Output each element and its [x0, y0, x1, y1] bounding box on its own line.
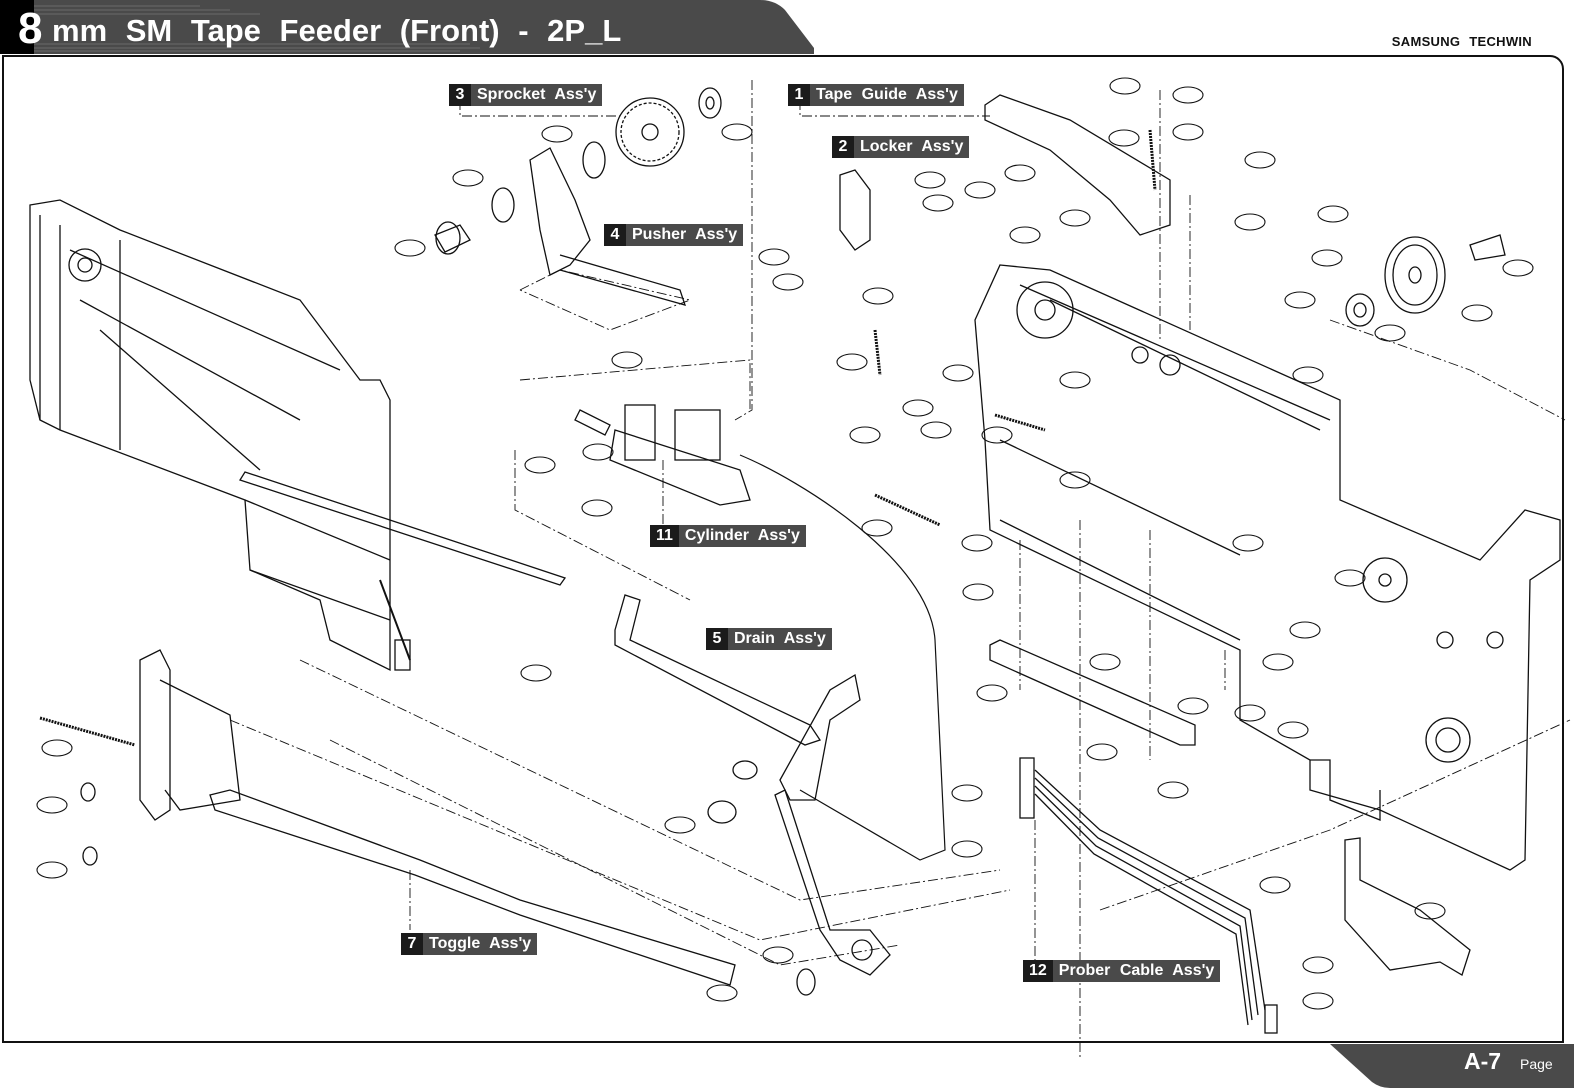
- callout-locker-assy: 2 Locker Ass'y: [832, 136, 969, 158]
- callout-number: 2: [832, 136, 854, 158]
- callout-cylinder-assy: 11 Cylinder Ass'y: [650, 525, 806, 547]
- callout-prober-cable-assy: 12 Prober Cable Ass'y: [1023, 960, 1220, 982]
- prober-cable-part: [1020, 758, 1277, 1033]
- page-number: A-7: [1464, 1048, 1501, 1075]
- base-frame-right: [975, 265, 1560, 870]
- callout-number: 4: [604, 224, 626, 246]
- callout-number: 5: [706, 628, 728, 650]
- spring-parts: [875, 330, 1045, 525]
- callout-number: 11: [650, 525, 679, 547]
- callout-label: Locker Ass'y: [854, 136, 969, 158]
- callout-toggle-assy: 7 Toggle Ass'y: [401, 933, 537, 955]
- callout-label: Cylinder Ass'y: [679, 525, 806, 547]
- page-footer: A-7 Page: [1320, 1044, 1574, 1088]
- guide-bar-part: [990, 640, 1195, 745]
- pulley-parts: [1346, 235, 1505, 326]
- callout-label: Drain Ass'y: [728, 628, 832, 650]
- callout-label: Sprocket Ass'y: [471, 84, 602, 106]
- drain-part: [615, 595, 890, 995]
- assembled-feeder-left: [30, 200, 565, 670]
- callout-drain-assy: 5 Drain Ass'y: [706, 628, 832, 650]
- callout-number: 12: [1023, 960, 1053, 982]
- callout-label: Tape Guide Ass'y: [810, 84, 964, 106]
- callout-label: Prober Cable Ass'y: [1053, 960, 1221, 982]
- page-word: Page: [1520, 1056, 1553, 1072]
- toggle-part: [40, 650, 735, 985]
- callout-tape-guide-assy: 1 Tape Guide Ass'y: [788, 84, 964, 106]
- callout-sprocket-assy: 3 Sprocket Ass'y: [449, 84, 602, 106]
- bracket-part: [1345, 838, 1470, 975]
- callout-number: 3: [449, 84, 471, 106]
- callout-number: 1: [788, 84, 810, 106]
- assembly-lines: [230, 80, 1570, 1060]
- callout-pusher-assy: 4 Pusher Ass'y: [604, 224, 743, 246]
- callout-label: Pusher Ass'y: [626, 224, 743, 246]
- callout-label: Toggle Ass'y: [423, 933, 537, 955]
- callout-number: 7: [401, 933, 423, 955]
